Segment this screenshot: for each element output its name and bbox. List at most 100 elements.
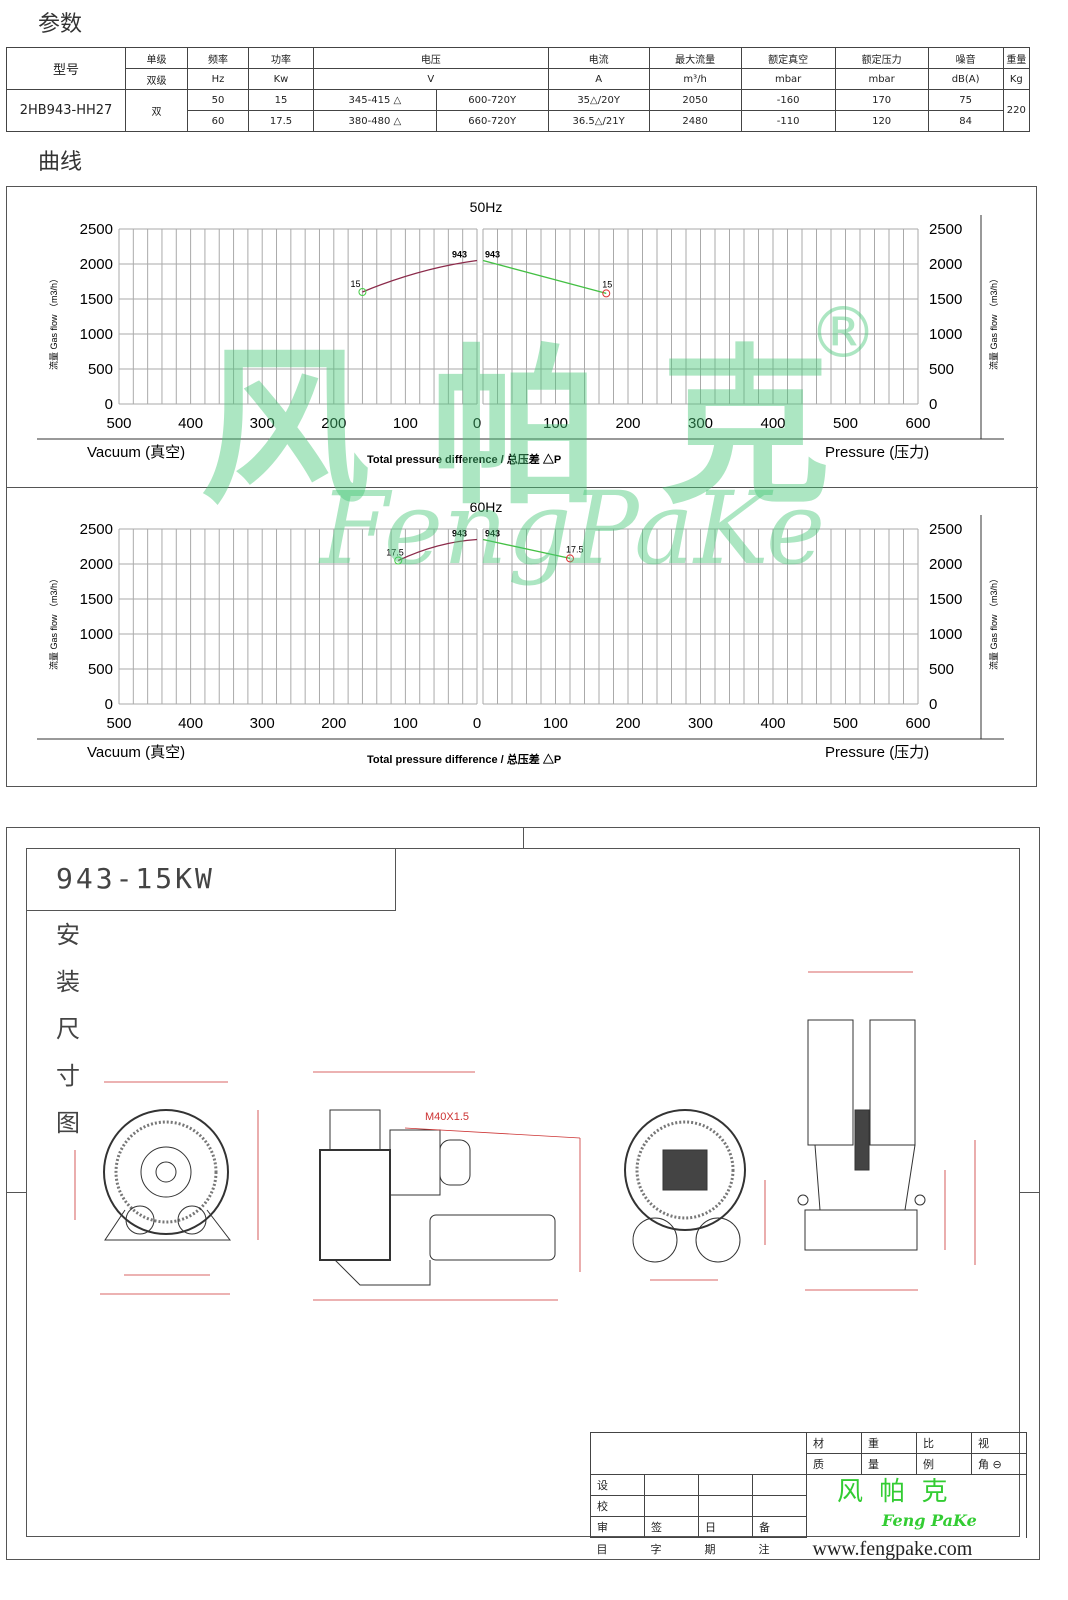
table-row: 2HB943-HH27 双 50 15 345-415 △ 600-720Y 3… xyxy=(6,89,1031,132)
tb-logo-cn: 风 帕 克 xyxy=(837,1477,952,1507)
tb-logo-en: Feng PaKe xyxy=(882,1511,977,1530)
x-tick-label-vacuum: 300 xyxy=(250,415,275,432)
cell: 17.5 xyxy=(248,110,314,132)
table-unit-row: 双级 Hz Kw V A m³/h mbar mbar dB(A) Kg xyxy=(7,68,1031,90)
y-tick-label-left: 1500 xyxy=(80,591,113,608)
stage-cell: 双 xyxy=(125,89,188,132)
x-tick-label-pressure: 100 xyxy=(543,415,568,432)
section-title-params: 参数 xyxy=(38,12,83,37)
top-view-drawing xyxy=(797,971,976,1291)
x-tick-label-vacuum: 300 xyxy=(250,715,275,732)
tb-text: 角 xyxy=(978,1458,989,1471)
header-cell: 单级 xyxy=(125,47,188,69)
table-header-row: 型号 单级 频率 功率 电压 电流 最大流量 额定真空 额定压力 噪音 重量 xyxy=(6,47,1031,90)
tb-cell: 日 xyxy=(698,1516,753,1538)
cell: 380-480 △ xyxy=(313,110,437,132)
pressure-label: Pressure (压力) xyxy=(825,444,929,461)
x-tick-label-vacuum: 200 xyxy=(321,715,346,732)
x-tick-label-pressure: 300 xyxy=(688,715,713,732)
spec-table: 型号 单级 频率 功率 电压 电流 最大流量 额定真空 额定压力 噪音 重量 双… xyxy=(6,47,1031,132)
x-tick-label-vacuum: 100 xyxy=(393,415,418,432)
pressure-label: Pressure (压力) xyxy=(825,744,929,761)
y-axis-title-left: 流量 Gas flow （m3/h） xyxy=(48,274,59,370)
x-axis-title: Total pressure difference / 总压差 △P xyxy=(367,752,561,766)
tb-cell: 角 ⊖ xyxy=(971,1453,1027,1475)
header-cell: 额定真空 xyxy=(740,47,836,69)
y-tick-label-right: 2000 xyxy=(929,256,962,273)
y-tick-label-left: 1000 xyxy=(80,626,113,643)
unit-cell: V xyxy=(313,68,549,90)
side-char: 装 xyxy=(56,968,80,996)
x-tick-label-pressure: 600 xyxy=(905,415,930,432)
cell: 60 xyxy=(187,110,249,132)
y-tick-label-left: 1500 xyxy=(80,291,113,308)
curve-label: 943 xyxy=(485,250,500,260)
header-cell: 重量 xyxy=(1002,47,1031,69)
unit-cell: Kw xyxy=(248,68,314,90)
curve-label: 17.5 xyxy=(566,544,584,554)
y-tick-label-left: 2000 xyxy=(80,556,113,573)
y-tick-label-left: 2500 xyxy=(80,521,113,538)
curve-point-vacuum xyxy=(358,288,367,296)
tb-cell: 签 xyxy=(644,1516,699,1538)
cell: -160 xyxy=(740,89,836,111)
y-tick-label-right: 500 xyxy=(929,661,954,678)
weight-cell: 220 xyxy=(1002,89,1031,132)
y-tick-label-left: 0 xyxy=(105,396,113,413)
drawing-title-box: 943-15KW xyxy=(26,848,396,911)
y-axis-title-right: 流量 Gas flow （m3/h） xyxy=(988,274,999,370)
x-tick-label-pressure: 500 xyxy=(833,415,858,432)
y-axis-title-left: 流量 Gas flow （m3/h） xyxy=(48,574,59,670)
y-tick-label-right: 1000 xyxy=(929,626,962,643)
projection-symbol-icon: ⊖ xyxy=(992,1458,1002,1471)
cell: 2050 xyxy=(648,89,742,111)
unit-cell: A xyxy=(547,68,650,90)
tb-cell: 校 xyxy=(590,1495,645,1517)
y-tick-label-left: 500 xyxy=(88,361,113,378)
x-axis-title: Total pressure difference / 总压差 △P xyxy=(367,452,561,466)
y-tick-label-left: 0 xyxy=(105,696,113,713)
y-tick-label-right: 2500 xyxy=(929,221,962,238)
curve-label: 17.5 xyxy=(386,548,404,558)
curve-label: 15 xyxy=(602,279,612,289)
y-tick-label-left: 500 xyxy=(88,661,113,678)
y-tick-label-right: 0 xyxy=(929,396,937,413)
rear-view-drawing xyxy=(624,1109,766,1281)
x-tick-label-vacuum: 400 xyxy=(178,415,203,432)
cell: 35△/20Y xyxy=(547,89,650,111)
model-header: 型号 xyxy=(6,47,126,90)
y-tick-label-left: 2500 xyxy=(80,221,113,238)
cell: 600-720Y xyxy=(435,89,549,111)
vacuum-label: Vacuum (真空) xyxy=(87,743,185,761)
tb-cell: 比 xyxy=(916,1432,972,1454)
y-tick-label-right: 2000 xyxy=(929,556,962,573)
header-cell: 功率 xyxy=(248,47,314,69)
tb-cell: 期 xyxy=(704,1543,716,1557)
x-tick-label-pressure: 500 xyxy=(833,715,858,732)
unit-cell: dB(A) xyxy=(927,68,1004,90)
header-cell: 最大流量 xyxy=(648,47,742,69)
y-tick-label-right: 1500 xyxy=(929,291,962,308)
y-tick-label-left: 1000 xyxy=(80,326,113,343)
unit-cell: Kg xyxy=(1002,68,1031,90)
curve-vacuum xyxy=(362,259,478,293)
cell: 660-720Y xyxy=(435,110,549,132)
unit-cell: mbar xyxy=(740,68,836,90)
tb-cell: 备 xyxy=(752,1516,807,1538)
side-char: 寸 xyxy=(56,1062,80,1090)
curve-point-vacuum xyxy=(394,556,403,565)
cell: 2480 xyxy=(648,110,742,132)
unit-cell: mbar xyxy=(834,68,929,90)
header-cell: 电流 xyxy=(547,47,650,69)
x-tick-label-pressure: 400 xyxy=(760,715,785,732)
cell: 84 xyxy=(927,110,1004,132)
x-tick-label-pressure: 100 xyxy=(543,715,568,732)
curve-label: 943 xyxy=(452,250,467,260)
y-tick-label-left: 2000 xyxy=(80,256,113,273)
website-link[interactable]: www.fengpake.com xyxy=(812,1537,973,1560)
x-tick-label-pressure: 300 xyxy=(688,415,713,432)
x-tick-label-pressure: 600 xyxy=(905,715,930,732)
